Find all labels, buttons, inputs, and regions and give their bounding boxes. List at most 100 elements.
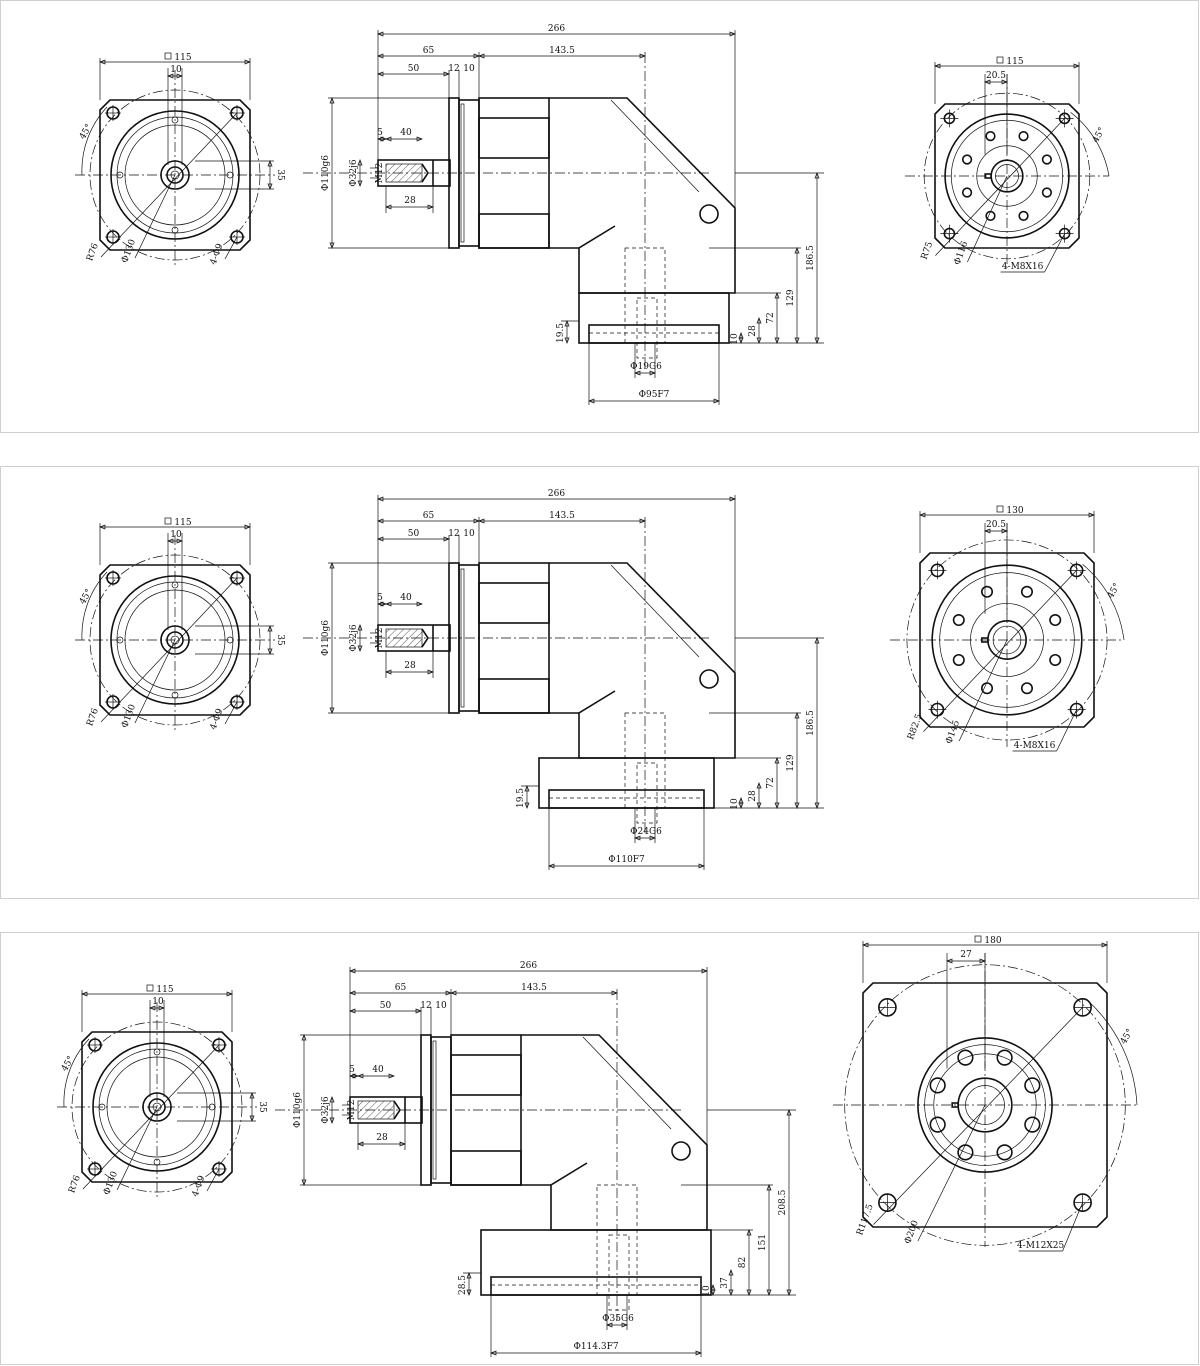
arrowhead-icon: [524, 802, 530, 809]
output-keyway-hidden: [636, 297, 658, 359]
arrowhead-icon: [267, 648, 273, 655]
shoulder-dimension: 5: [377, 593, 383, 603]
shaft-diameter-dimension: Φ32j6: [321, 1096, 331, 1124]
angle-housing-outline: [549, 562, 736, 759]
arrowhead-icon: [1101, 942, 1108, 948]
arrowhead-icon: [357, 1073, 364, 1079]
arrowhead-icon: [466, 1272, 472, 1279]
arrowhead-icon: [377, 136, 384, 142]
leader-line: [206, 1168, 220, 1192]
arrowhead-icon: [1073, 63, 1080, 69]
pattern-hole-circle: [996, 1144, 1013, 1161]
output-flange-block: [578, 292, 730, 344]
output-flange-dimension: 28.5: [458, 1275, 468, 1295]
arrowhead-icon: [606, 1322, 613, 1328]
output-bore-dimension: Φ95F7: [639, 390, 670, 400]
pattern-hole-circle: [961, 154, 973, 165]
tapped-hole-circle: [171, 116, 179, 124]
output-spigot-rect: [548, 789, 705, 809]
leader-line: [873, 1007, 1083, 1225]
pattern-hole-circle: [981, 585, 994, 598]
arrowhead-icon: [450, 990, 457, 996]
keyway-rect: [951, 1102, 959, 1108]
pattern-hole-circle: [961, 187, 973, 198]
shaft-diameter-dimension: Φ32j6: [349, 159, 359, 187]
arrowhead-icon: [99, 524, 106, 530]
arrowhead-icon: [167, 538, 174, 544]
square-flange-outline: [919, 552, 1095, 728]
angle-dimension: 45°: [78, 588, 95, 607]
arrowhead-icon: [639, 518, 646, 524]
pattern-hole-circle: [929, 1116, 946, 1133]
shaft-diameter-dimension: Φ32j6: [349, 624, 359, 652]
keyway-section-hatch: [385, 163, 423, 183]
arrowhead-icon: [478, 518, 485, 524]
arrowhead-icon: [427, 669, 434, 675]
bolt-holes-dimension: 4-M8X16: [1002, 262, 1044, 272]
arrowhead-icon: [946, 958, 953, 964]
pattern-hole-circle: [1041, 154, 1053, 165]
arrowhead-icon: [746, 1229, 752, 1236]
hub-height-dimension: 35: [257, 1101, 267, 1113]
housing-upper-pocket: [450, 1054, 522, 1096]
flange-thickness-dimension: 12: [420, 1001, 431, 1011]
leader-line: [134, 174, 176, 259]
square-symbol-icon: [996, 505, 1004, 513]
arrowhead-icon: [377, 71, 384, 77]
key-offset-dimension: 27: [960, 950, 972, 960]
keyway-section-hatch: [385, 628, 423, 648]
square-symbol-icon: [164, 52, 172, 60]
angle-arc: [63, 1038, 90, 1108]
housing-bevel-line: [610, 99, 700, 193]
radius-dimension: R76: [67, 1174, 83, 1195]
angle-dimension: 45°: [1106, 582, 1123, 601]
bolt-holes-dimension: 4-Φ9: [209, 242, 226, 266]
angle-arc: [1070, 112, 1110, 177]
square-flange-outline: [81, 1031, 233, 1183]
shaft-length-dimension: 50: [408, 64, 420, 74]
output-bore-dimension: Φ110F7: [608, 855, 645, 865]
bolt-holes-dimension: 4-Φ9: [209, 707, 226, 731]
flange-diameter-dimension: Φ110g6: [321, 620, 331, 656]
pattern-hole-circle: [1049, 614, 1062, 627]
arrowhead-icon: [473, 53, 480, 59]
arrowhead-icon: [774, 802, 780, 809]
output-shaft-hidden: [596, 1184, 638, 1296]
arrowhead-icon: [377, 601, 384, 607]
leader-line: [1044, 233, 1065, 273]
overall-length-dimension: 266: [520, 961, 537, 971]
angle-arc: [81, 106, 108, 176]
flange-diameter-dimension: Φ110g6: [293, 1092, 303, 1128]
arrowhead-icon: [443, 536, 450, 542]
pattern-hole-circle: [1020, 682, 1033, 695]
key-length-dimension: 40: [400, 128, 412, 138]
leader-line: [958, 639, 1008, 742]
arrowhead-icon: [814, 172, 820, 179]
flange-square-dimension: 115: [174, 53, 191, 63]
arrowhead-icon: [377, 518, 384, 524]
arrowhead-icon: [329, 1096, 335, 1103]
arrowhead-icon: [490, 1350, 497, 1356]
key-length-dimension: 40: [400, 593, 412, 603]
leader-line: [917, 1104, 986, 1242]
arrowhead-icon: [786, 1289, 792, 1296]
housing-lower-pocket: [478, 678, 550, 714]
square-flange-outline: [934, 103, 1080, 249]
key-offset-dimension: 28: [376, 1133, 388, 1143]
thread-dimension: M12: [375, 163, 385, 184]
arrowhead-icon: [473, 518, 480, 524]
flange-thickness-dimension: 12: [448, 529, 459, 539]
arrowhead-icon: [548, 863, 555, 869]
angle-housing-outline: [549, 97, 736, 294]
arrowhead-icon: [1001, 528, 1008, 534]
pattern-hole-circle: [1049, 653, 1062, 666]
key-length-dimension: 40: [372, 1065, 384, 1075]
radius-dimension: R76: [85, 242, 101, 263]
arrowhead-icon: [1088, 512, 1095, 518]
arrowhead-icon: [176, 73, 183, 79]
arrowhead-icon: [99, 59, 106, 65]
